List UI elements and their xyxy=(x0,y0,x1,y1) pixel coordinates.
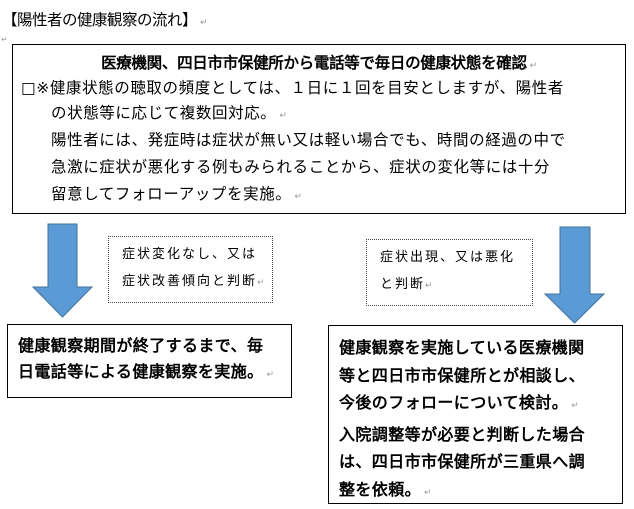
main-line-2: の状態等に応じて複数回対応。↵ xyxy=(51,101,288,123)
result-line-4: 入院調整等が必要と判断した場合 xyxy=(339,424,586,444)
condition-line-1: 症状出現、又は悪化 xyxy=(380,250,516,265)
title-text: 【陽性者の健康観察の流れ】 xyxy=(2,11,198,29)
stray-paragraph-mark: ↵ xyxy=(1,35,8,44)
result-line-5: は、四日市市保健所が三重県へ調 xyxy=(339,452,586,471)
main-line-4: 急激に症状が悪化する例もみられることから、症状の変化等には十分 xyxy=(51,158,551,176)
main-line-5-text: 留意してフォローアップを実施。 xyxy=(51,185,292,203)
paragraph-mark: ↵ xyxy=(279,111,288,121)
condition-line-2-text: と判断 xyxy=(380,277,426,292)
result-box-continue-observation: 健康観察期間が終了するまで、毎 日電話等による健康観察を実施。↵ xyxy=(7,324,292,398)
condition-line-2: と判断↵ xyxy=(380,271,532,300)
main-line-5: 留意してフォローアップを実施。↵ xyxy=(51,182,303,204)
result-line-2: 等と四日市市保健所とが相談し、 xyxy=(339,365,586,385)
condition-note-stable: 症状変化なし、又は 症状改善傾向と判断↵ xyxy=(108,236,273,303)
result-line-3: 今後のフォローについて検討。↵ xyxy=(339,389,622,421)
main-line-3: 陽性者には、発症時は症状が無い又は軽い場合でも、時間の経過の中で xyxy=(51,131,566,149)
main-check-box: 医療機関、四日市市保健所から電話等で毎日の健康状態を確認↵ □※健康状態の聴取の… xyxy=(12,44,626,214)
result-line-2-text: 日電話等による健康観察を実施。 xyxy=(18,362,264,381)
paragraph-mark: ↵ xyxy=(571,401,580,411)
result-line-6-text: 整を依頼。 xyxy=(339,479,422,499)
result-line-1: 健康観察を実施している医療機関 xyxy=(339,338,585,357)
main-line-2-text: の状態等に応じて複数回対応。 xyxy=(51,104,277,122)
condition-line-2: 症状改善傾向と判断↵ xyxy=(122,268,272,297)
paragraph-mark: ↵ xyxy=(200,18,208,28)
paragraph-mark: ↵ xyxy=(529,61,538,71)
result-box-consultation: 健康観察を実施している医療機関 等と四日市市保健所とが相談し、 今後のフォローに… xyxy=(328,325,623,504)
down-arrow-icon xyxy=(32,223,94,318)
paragraph-mark: ↵ xyxy=(425,281,435,291)
condition-line-2-text: 症状改善傾向と判断 xyxy=(122,274,258,289)
document-title: 【陽性者の健康観察の流れ】↵ xyxy=(2,8,208,30)
main-heading-text: 医療機関、四日市市保健所から電話等で毎日の健康状態を確認 xyxy=(101,54,527,72)
main-heading: 医療機関、四日市市保健所から電話等で毎日の健康状態を確認↵ xyxy=(13,51,625,73)
condition-note-worsened: 症状出現、又は悪化 と判断↵ xyxy=(366,239,533,306)
result-line-2: 日電話等による健康観察を実施。↵ xyxy=(18,359,291,388)
paragraph-mark: ↵ xyxy=(266,370,275,380)
main-line-1: □※健康状態の聴取の頻度としては、１日に１回を目安としますが、陽性者 xyxy=(21,79,564,97)
result-line-3-text: 今後のフォローについて検討。 xyxy=(339,393,569,412)
paragraph-mark: ↵ xyxy=(257,278,267,288)
condition-line-1: 症状変化なし、又は xyxy=(122,247,258,262)
down-arrow-icon xyxy=(544,226,606,324)
paragraph-mark: ↵ xyxy=(424,487,432,498)
paragraph-mark: ↵ xyxy=(294,192,303,202)
result-line-1: 健康観察期間が終了するまで、毎 xyxy=(18,336,264,355)
result-line-6: 整を依頼。↵ xyxy=(339,476,622,508)
